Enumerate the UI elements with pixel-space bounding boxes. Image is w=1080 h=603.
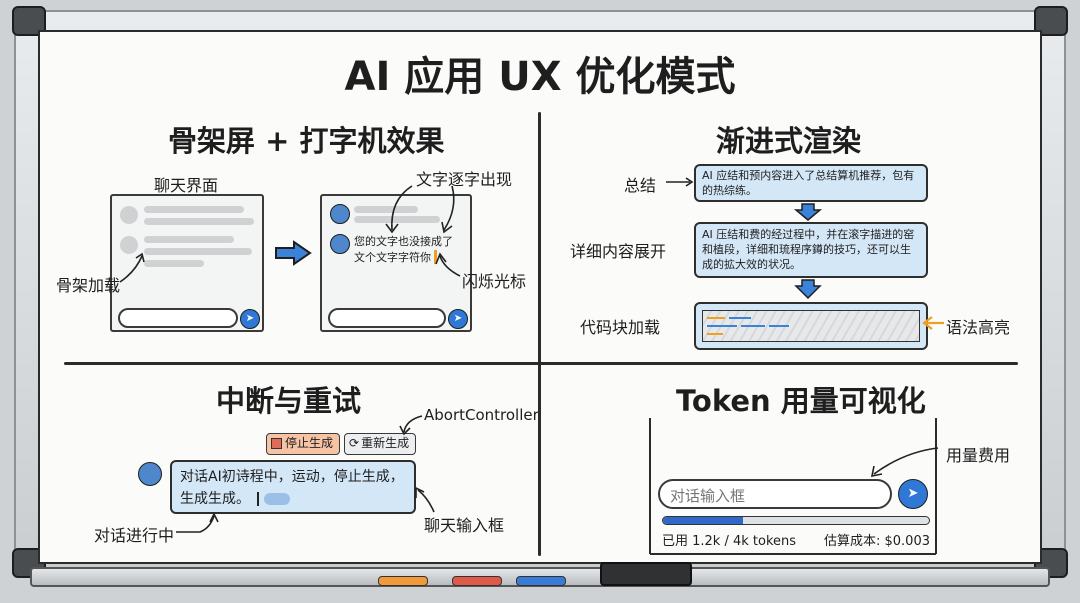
syntax-highlight-label: 语法高亮 <box>946 318 1011 337</box>
skeleton-line <box>144 260 204 267</box>
refresh-icon: ⟳ <box>349 436 360 450</box>
section-title-abort: 中断与重试 <box>216 384 362 418</box>
skeleton-line <box>144 206 244 213</box>
code-token <box>707 317 725 319</box>
typing-chat-window: 您的文字也没接成了 文个文字字符你 ➤ <box>320 194 472 332</box>
regenerate-button[interactable]: ⟳重新生成 <box>344 433 417 455</box>
q2-flow-arrows <box>666 177 944 330</box>
text-cursor <box>257 492 260 506</box>
skeleton-avatar <box>120 236 138 254</box>
token-panel-frame <box>649 418 939 555</box>
skeleton-line <box>354 216 440 223</box>
section-title-progressive: 渐进式渲染 <box>716 124 862 158</box>
assistant-avatar-icon <box>138 462 162 486</box>
abort-controller-label: AbortController <box>424 406 539 424</box>
horizontal-divider <box>64 362 1018 365</box>
assistant-avatar-icon <box>330 234 350 254</box>
stop-button-label: 停止生成 <box>285 436 334 450</box>
skeleton-line <box>354 206 418 213</box>
code-block-skeleton <box>702 310 920 342</box>
estimated-cost-text: 估算成本: $0.003 <box>824 534 930 549</box>
bubble-line-1: 对话AI初诗程中，运动，停止生成， <box>180 469 404 485</box>
blinking-cursor-label: 闪烁光标 <box>462 272 527 291</box>
skeleton-avatar <box>120 206 138 224</box>
q1-annotation-arrows <box>119 185 461 283</box>
detail-label: 详细内容展开 <box>570 242 667 261</box>
detail-card: AI 压结和费的经过程中，并在滚字描进的窑和植段，详细和琉程序鐏的技巧，还可以生… <box>694 222 928 278</box>
skeleton-line <box>144 218 254 225</box>
send-icon[interactable]: ➤ <box>898 479 928 509</box>
token-usage-fill <box>663 517 743 524</box>
chat-input-field[interactable]: 对话输入框 <box>658 479 892 509</box>
stop-generation-button[interactable]: 停止生成 <box>266 433 341 455</box>
skeleton-line <box>144 236 234 243</box>
bubble-line-2: 生成生成。 <box>180 491 250 507</box>
chat-input-label: 聊天输入框 <box>424 516 505 535</box>
ongoing-chat-label: 对话进行中 <box>94 526 175 545</box>
frame-corner <box>12 6 46 36</box>
regenerate-button-label: 重新生成 <box>361 436 410 450</box>
stop-icon <box>271 438 282 449</box>
code-block-label: 代码块加载 <box>580 318 661 337</box>
typing-label: 文字逐字出现 <box>416 170 513 189</box>
code-token <box>707 333 723 335</box>
red-marker <box>452 576 502 586</box>
blue-marker <box>516 576 566 586</box>
chat-ui-label: 聊天界面 <box>154 176 219 195</box>
orange-marker <box>378 576 428 586</box>
code-token <box>729 317 751 319</box>
section-title-skeleton: 骨架屏 + 打字机效果 <box>168 124 445 158</box>
token-usage-text: 已用 1.2k / 4k tokens <box>662 534 797 549</box>
frame-corner <box>1034 6 1068 36</box>
code-block-card <box>694 302 928 350</box>
send-icon[interactable]: ➤ <box>240 309 260 329</box>
usage-cost-label: 用量费用 <box>946 446 1011 465</box>
summary-label: 总结 <box>624 176 657 195</box>
loading-dots <box>263 493 290 505</box>
vertical-divider <box>538 112 541 556</box>
page-title: AI 应用 UX 优化模式 <box>344 54 736 100</box>
chat-bubble: 对话AI初诗程中，运动，停止生成， 生成生成。 <box>170 460 416 514</box>
code-token <box>741 325 765 327</box>
typed-text-line-1: 您的文字也没接成了 <box>354 235 453 248</box>
chat-input[interactable] <box>328 308 446 328</box>
chat-input[interactable] <box>118 308 238 328</box>
code-token <box>769 325 789 327</box>
blinking-cursor <box>434 250 437 264</box>
skeleton-chat-window: ➤ <box>110 194 264 332</box>
right-arrow-icon <box>274 240 312 270</box>
summary-card: AI 应结和预内容进入了总结算机推荐，包有的热综练。 <box>694 164 928 202</box>
skeleton-loading-label: 骨架加载 <box>56 276 121 295</box>
q3-annotation-arrows <box>176 415 435 533</box>
typed-text-line-2: 文个文字字符你 <box>354 251 431 264</box>
send-icon[interactable]: ➤ <box>448 309 468 329</box>
token-usage-bar <box>662 516 930 525</box>
skeleton-line <box>144 248 252 255</box>
section-title-token: Token 用量可视化 <box>676 384 926 418</box>
assistant-avatar-icon <box>330 204 350 224</box>
eraser <box>600 562 692 586</box>
code-token <box>707 325 737 327</box>
